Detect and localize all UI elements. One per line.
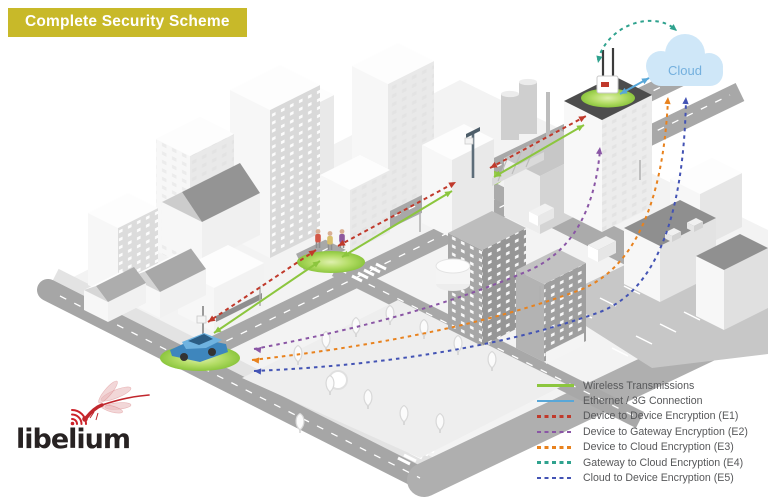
legend-item: Device to Cloud Encryption (E3) bbox=[537, 440, 748, 455]
legend-line-swatch bbox=[537, 445, 574, 449]
legend-item: Wireless Transmissions bbox=[537, 378, 748, 393]
sensor-device-icon bbox=[196, 315, 207, 324]
legend-item: Device to Device Encryption (E1) bbox=[537, 409, 748, 424]
legend-item: Cloud to Device Encryption (E5) bbox=[537, 470, 748, 485]
streetlight-node bbox=[464, 127, 480, 178]
legend-line-swatch bbox=[537, 399, 574, 403]
legend-line-swatch bbox=[537, 476, 574, 480]
pedestrians-node bbox=[315, 229, 345, 250]
wifi-arcs-icon bbox=[71, 409, 87, 425]
sensor-device-icon bbox=[464, 137, 474, 145]
cloud: Cloud bbox=[646, 34, 723, 86]
libelium-logo: libelium bbox=[16, 424, 131, 455]
legend-item: Gateway to Cloud Encryption (E4) bbox=[537, 455, 748, 470]
legend-line-swatch bbox=[537, 461, 574, 464]
legend-line-swatch bbox=[537, 384, 574, 387]
buildings bbox=[88, 43, 596, 300]
dragonfly-body bbox=[82, 380, 150, 422]
legend-label: Gateway to Cloud Encryption (E4) bbox=[583, 456, 744, 469]
cloud-label: Cloud bbox=[668, 63, 702, 78]
legend-label: Ethernet / 3G Connection bbox=[583, 395, 703, 408]
legend-line-swatch bbox=[537, 415, 574, 418]
legend-line-swatch bbox=[537, 430, 574, 434]
legend-label: Wireless Transmissions bbox=[583, 379, 695, 392]
car-node bbox=[170, 333, 228, 362]
connections bbox=[207, 19, 689, 375]
legend-label: Device to Cloud Encryption (E3) bbox=[583, 441, 734, 454]
vehicles bbox=[529, 203, 616, 262]
legend-label: Device to Gateway Encryption (E2) bbox=[583, 425, 748, 438]
legend-item: Device to Gateway Encryption (E2) bbox=[537, 424, 748, 439]
legend-label: Device to Device Encryption (E1) bbox=[583, 410, 739, 423]
legend-label: Cloud to Device Encryption (E5) bbox=[583, 472, 734, 485]
gateway-node bbox=[564, 48, 652, 232]
title-banner: Complete Security Scheme bbox=[8, 8, 247, 37]
dragonfly-icon bbox=[70, 380, 150, 426]
legend-item: Ethernet / 3G Connection bbox=[537, 393, 748, 408]
park bbox=[242, 300, 566, 458]
buildings-front bbox=[84, 158, 768, 364]
